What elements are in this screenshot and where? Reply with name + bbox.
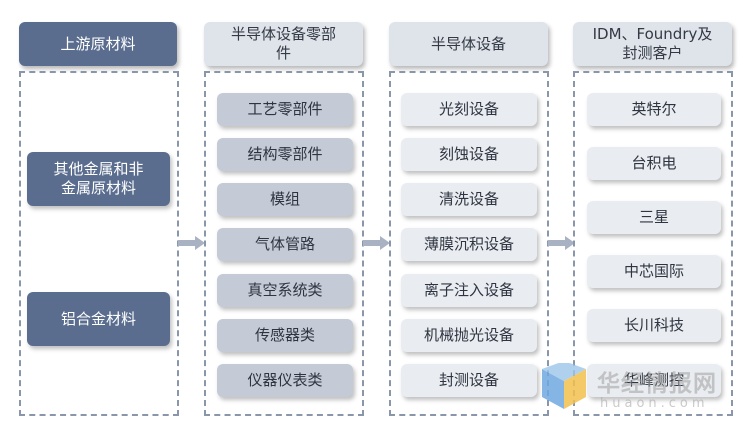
raw-material-item-label: 铝合金材料 (60, 309, 136, 328)
equipment-item-label: 机械抛光设备 (423, 326, 514, 344)
equipment-part-item: 气体管路 (217, 228, 353, 261)
equipment-part-item: 真空系统类 (217, 274, 353, 307)
equipment-part-item: 仪器仪表类 (217, 364, 353, 397)
customers-group (573, 71, 733, 416)
watermark-text: 华经情报网 (597, 371, 717, 397)
equipment-item: 刻蚀设备 (401, 138, 537, 171)
column-header-customers-label: IDM、Foundry及 封测客户 (592, 25, 713, 62)
customer-item-label: 英特尔 (631, 100, 677, 118)
right-arrow-icon (363, 236, 390, 250)
equipment-part-item-label: 结构零部件 (247, 145, 323, 163)
equipment-item-label: 封测设备 (438, 371, 499, 389)
column-header-raw-materials: 上游原材料 (19, 22, 177, 66)
equipment-part-item-label: 传感器类 (254, 326, 315, 344)
customer-item: 三星 (587, 201, 721, 234)
column-header-equipment-parts-label: 半导体设备零部 件 (230, 25, 336, 62)
equipment-part-item: 模组 (217, 183, 353, 216)
column-header-equipment-label: 半导体设备 (430, 34, 506, 53)
customer-item: 长川科技 (587, 309, 721, 342)
customer-item-label: 三星 (638, 208, 669, 226)
huaon-logo-icon (542, 363, 586, 409)
equipment-part-item: 传感器类 (217, 319, 353, 352)
customer-item: 华峰测控 (587, 364, 721, 397)
customer-item-label: 长川科技 (623, 316, 684, 334)
watermark-url: huaon.com (600, 396, 709, 411)
equipment-item: 离子注入设备 (401, 274, 537, 307)
right-arrow-icon (548, 236, 575, 250)
customer-item: 中芯国际 (587, 255, 721, 288)
equipment-item-label: 清洗设备 (438, 190, 499, 208)
equipment-part-item-label: 真空系统类 (247, 281, 323, 299)
column-header-raw-materials-label: 上游原材料 (60, 34, 136, 53)
customer-item: 英特尔 (587, 93, 721, 126)
customer-item-label: 华峰测控 (623, 371, 684, 389)
equipment-part-item-label: 气体管路 (254, 235, 315, 253)
customer-item: 台积电 (587, 147, 721, 180)
equipment-item: 封测设备 (401, 364, 537, 397)
equipment-part-item-label: 模组 (269, 190, 300, 208)
raw-materials-group (19, 71, 179, 416)
equipment-part-item-label: 仪器仪表类 (247, 371, 323, 389)
equipment-item: 光刻设备 (401, 93, 537, 126)
column-header-customers: IDM、Foundry及 封测客户 (573, 22, 732, 66)
equipment-item: 清洗设备 (401, 183, 537, 216)
equipment-item-label: 光刻设备 (438, 100, 499, 118)
equipment-item: 薄膜沉积设备 (401, 228, 537, 261)
raw-material-item: 铝合金材料 (27, 292, 170, 346)
equipment-item-label: 薄膜沉积设备 (423, 235, 514, 253)
equipment-part-item: 结构零部件 (217, 138, 353, 171)
equipment-part-item: 工艺零部件 (217, 93, 353, 126)
column-header-equipment: 半导体设备 (389, 22, 548, 66)
column-header-equipment-parts: 半导体设备零部 件 (204, 22, 363, 66)
equipment-item-label: 离子注入设备 (423, 281, 514, 299)
equipment-part-item-label: 工艺零部件 (247, 100, 323, 118)
right-arrow-icon (178, 236, 205, 250)
customer-item-label: 中芯国际 (623, 262, 684, 280)
raw-material-item: 其他金属和非 金属原材料 (27, 152, 170, 206)
equipment-item: 机械抛光设备 (401, 319, 537, 352)
raw-material-item-label: 其他金属和非 金属原材料 (53, 160, 144, 197)
customer-item-label: 台积电 (631, 154, 677, 172)
equipment-item-label: 刻蚀设备 (438, 145, 499, 163)
